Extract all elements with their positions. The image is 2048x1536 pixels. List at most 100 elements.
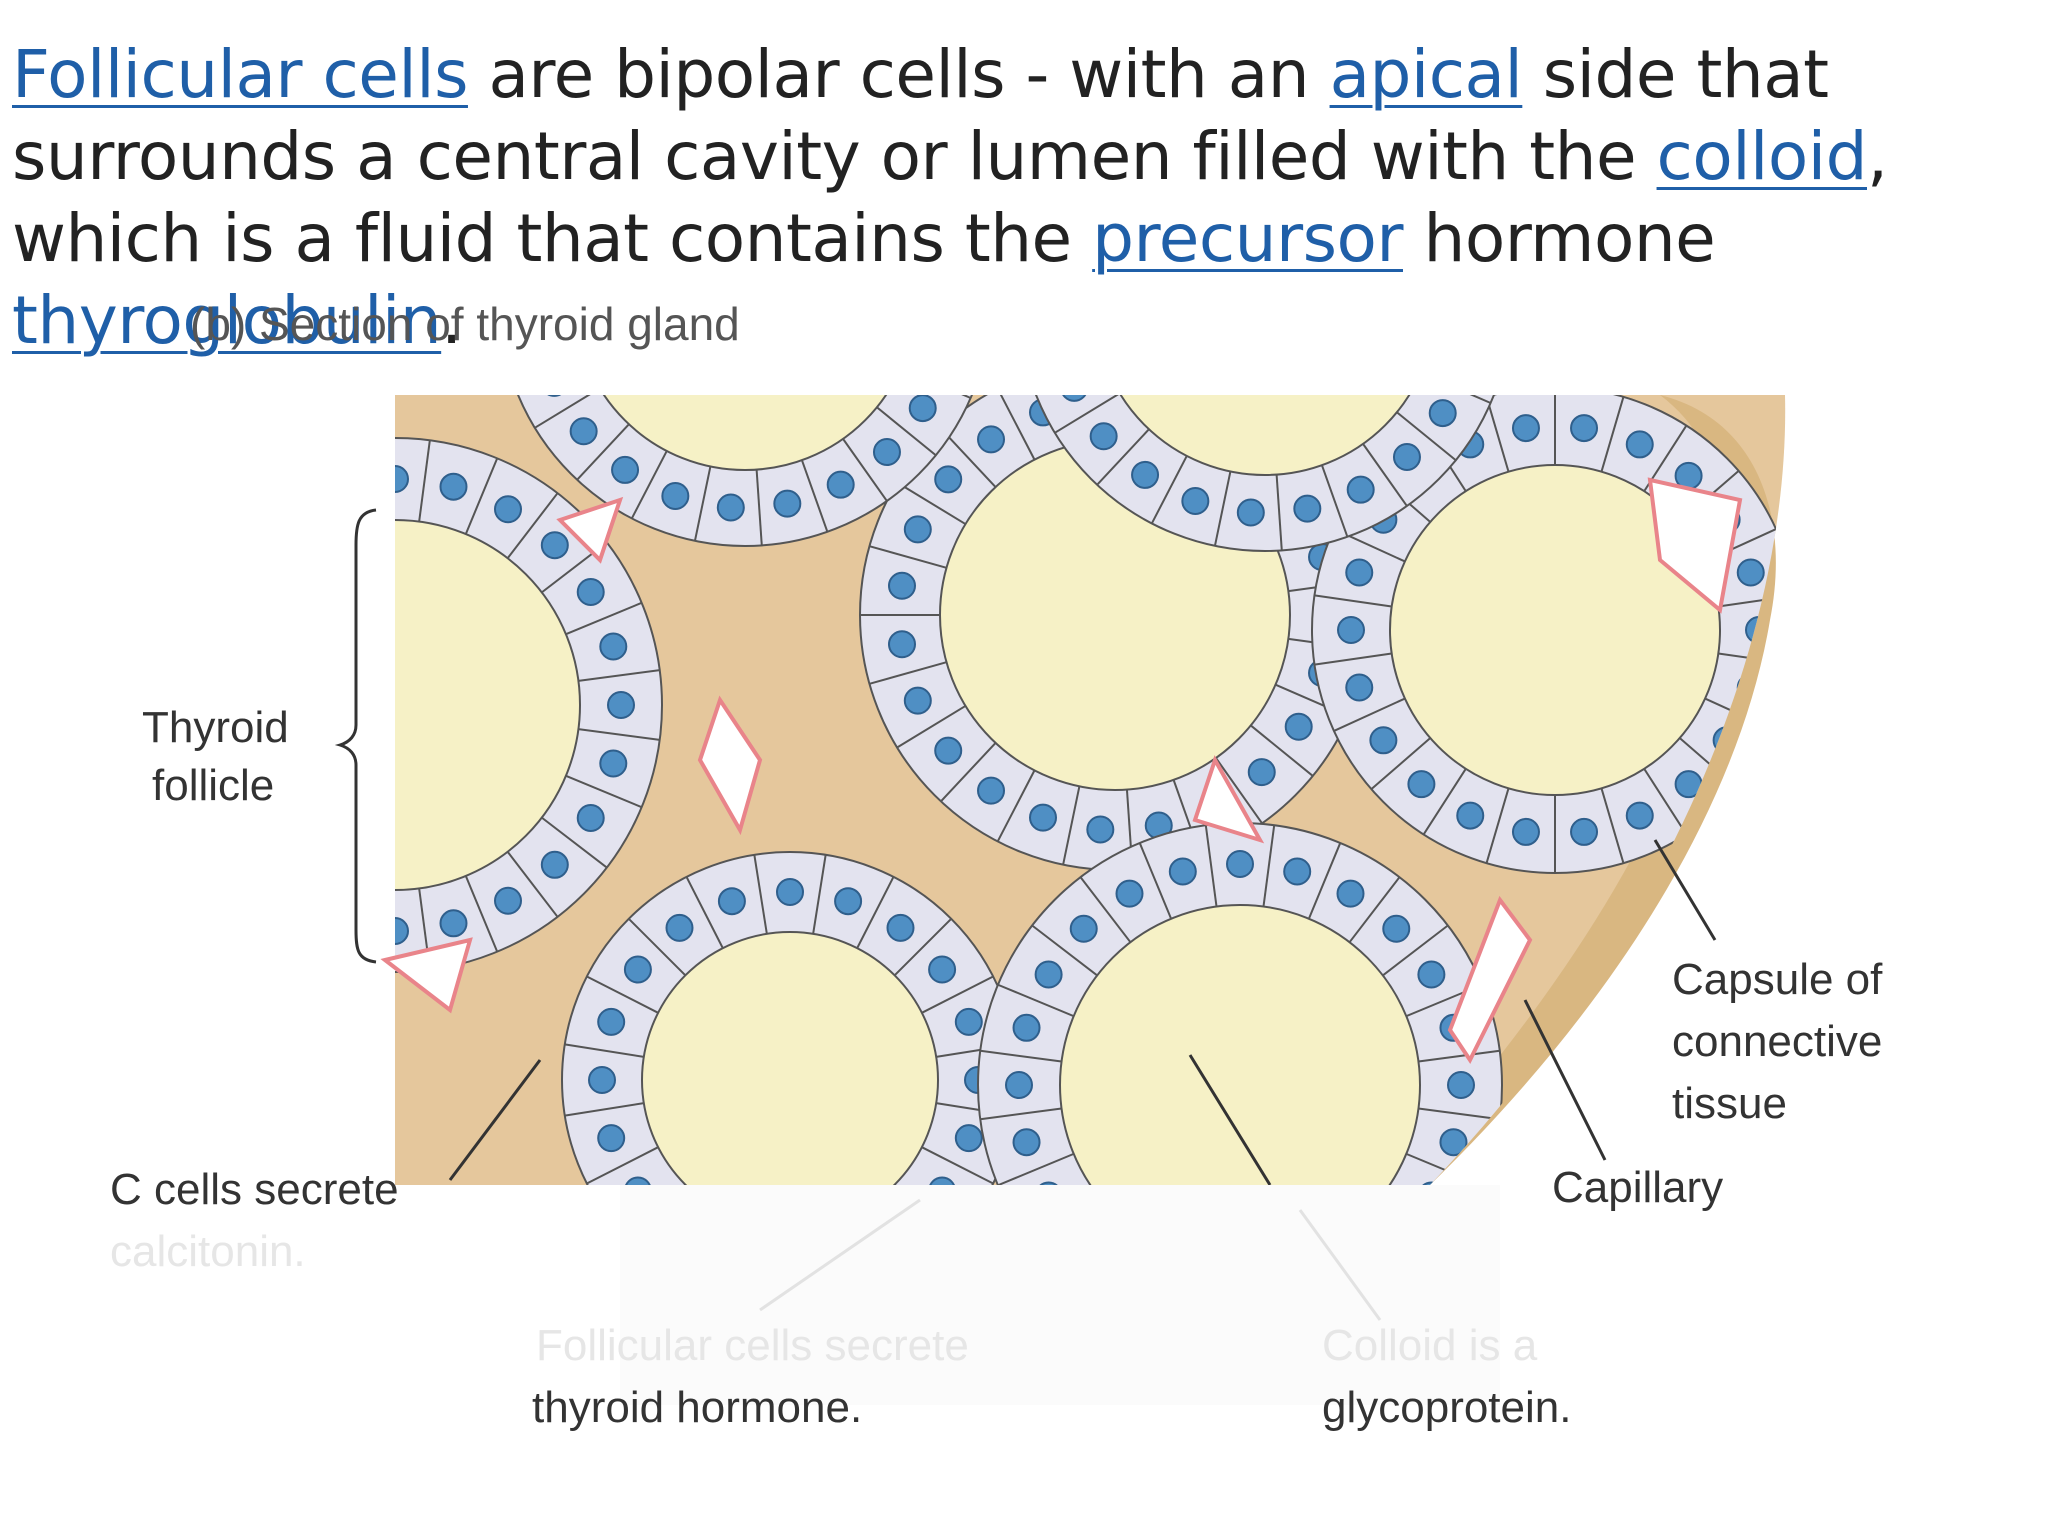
figure-header: (b) Section of thyroid gland [190,298,740,350]
cell-border [1422,768,1467,835]
cell-border [843,99,887,161]
cell-nucleus [888,571,917,600]
colloid-lumen [641,931,939,1185]
cell-border [1977,1021,2045,1039]
link-precursor[interactable]: precursor [1092,200,1403,277]
cell-border [1382,924,1449,977]
cell-border [1150,455,1188,524]
cell-border [996,395,1036,461]
cell-nucleus [934,465,963,494]
cell-nucleus [1456,801,1485,830]
link-apical[interactable]: apical [1329,36,1523,113]
cell-nucleus [661,481,690,510]
cell-nucleus [588,1066,616,1094]
cell-border [1397,150,1456,198]
cell-border [1485,788,1510,864]
label-capillary: Capillary [1552,1163,1724,1212]
cell-nucleus [494,495,522,524]
cell-nucleus [439,472,468,501]
cell-border [464,875,499,953]
cell-border [506,492,559,559]
cell-nucleus [1407,770,1436,799]
cell-nucleus [1034,960,1063,989]
tissue-section [222,73,2045,1185]
cell-border [1370,737,1431,790]
cell-border [578,728,660,741]
colloid-lumen [1094,395,1436,476]
cell-border [1921,855,1939,923]
cell-nucleus [1181,486,1210,515]
cell-nucleus [1945,1087,1971,1113]
cell-border [800,459,829,533]
cell-border [1600,788,1625,864]
cell-nucleus [662,91,688,117]
intro-text-1: are bipolar cells - with an [488,36,1310,113]
cell-nucleus [716,493,745,522]
follicle-outline [498,395,992,547]
cell-border [685,876,724,949]
cell-nucleus [1091,161,1117,187]
cell-border [1957,1057,2006,1106]
cell-border [1322,73,1347,145]
cell-nucleus [540,850,569,879]
cell-nucleus [1034,1181,1063,1185]
label-capsule-1: Capsule of [1672,955,1883,1004]
cell-nucleus [623,1176,652,1185]
cell-border [565,601,643,636]
label-colloid-1: Colloid is a [1322,1321,1538,1370]
cell-nucleus [1417,960,1446,989]
cell-nucleus [324,474,350,500]
cell-nucleus [1132,122,1158,148]
cell-nucleus [977,776,1006,805]
cell-nucleus [1460,292,1486,318]
intro-text-2: side that surrounds a central cavity or … [12,36,1829,195]
capsule-leader-line [1653,839,1717,941]
cell-nucleus [954,1124,983,1153]
cell-nucleus [1945,887,1971,913]
cell-nucleus [1061,209,1087,235]
link-thyroglobulin[interactable]: thyroglobulin [12,282,442,359]
cell-border [869,545,947,569]
cell-border [418,440,431,522]
link-follicular-cells[interactable]: Follicular cells [12,36,468,113]
cell-nucleus [1284,712,1313,741]
cell-nucleus [1625,430,1654,459]
cell-nucleus [611,455,640,484]
cell-border [1275,474,1283,551]
intro-text-5: . [441,282,462,359]
cell-border [1314,652,1392,666]
cell-nucleus [222,532,248,558]
colloid-lumen [395,519,581,891]
cell-nucleus [872,438,901,467]
cell-nucleus [886,913,915,942]
cell-nucleus [1830,887,1856,913]
cell-nucleus [597,1007,626,1036]
cell-border [812,854,827,934]
cell-nucleus [1005,1071,1033,1099]
cell-border [535,172,600,211]
cell-nucleus [1131,460,1160,489]
cell-nucleus [1452,236,1478,262]
cell-border [1600,396,1625,472]
c-cells-leader-line [448,1059,542,1181]
label-thyroid-follicle-2: follicle [152,761,275,810]
cell-nucleus [607,691,635,719]
follicle-cell-ring [1019,395,1511,551]
cell-border [1031,924,1098,977]
cell-border [1348,876,1401,943]
link-colloid[interactable]: colloid [1656,118,1868,195]
cell-nucleus [826,470,855,499]
cell-nucleus [540,395,569,397]
cell-border [1421,207,1491,237]
cell-nucleus [1226,850,1254,878]
cell-nucleus [269,496,295,522]
cell-nucleus [910,179,936,205]
thyroid-follicle-bracket [334,508,377,964]
cell-nucleus [576,578,605,606]
cell-border [586,1146,659,1185]
cell-border [1314,594,1392,608]
cell-nucleus [1337,616,1365,644]
cell-border [1213,471,1232,547]
cell-nucleus [908,395,937,423]
